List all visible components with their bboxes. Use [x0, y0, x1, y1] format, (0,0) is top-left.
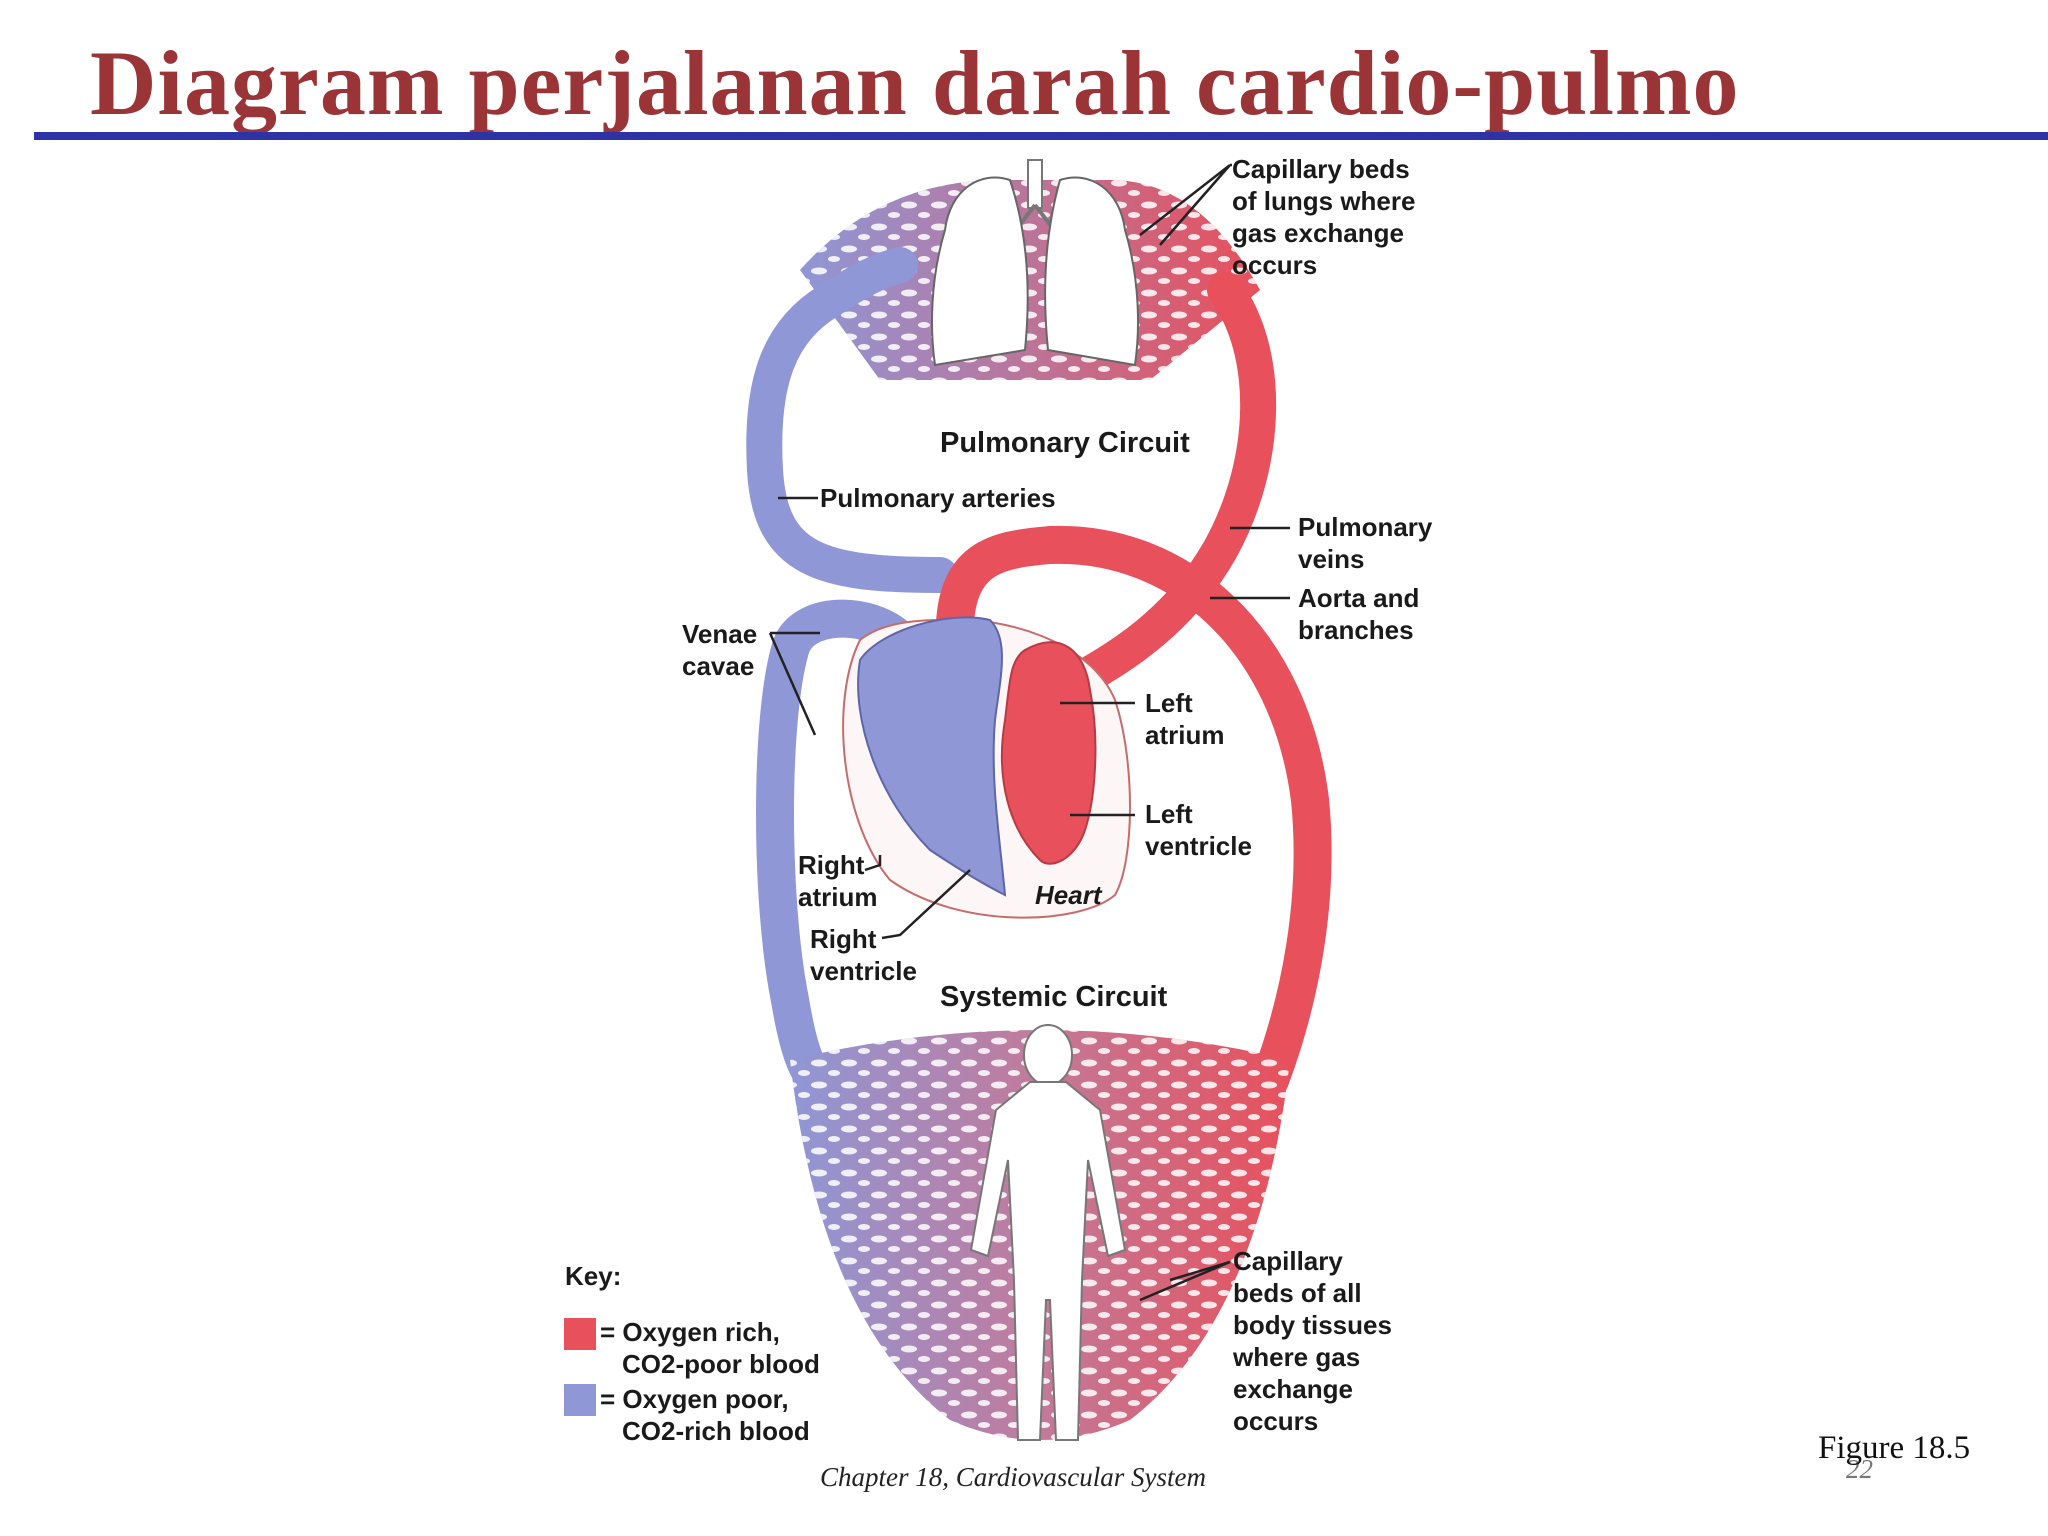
label-heart: Heart [1035, 880, 1103, 910]
right-heart-chambers [857, 616, 1007, 897]
pulmonary-artery-vessel [746, 247, 958, 593]
label-venae-cavae: Venae cavae [682, 619, 764, 681]
label-left-atrium: Left atrium [1145, 688, 1224, 750]
label-pulmonary-arteries: Pulmonary arteries [820, 483, 1056, 513]
label-pulmonary-circuit: Pulmonary Circuit [940, 427, 1190, 459]
pulmonary-vein-vessel [1042, 272, 1277, 708]
legend-swatch-oxygen-rich [564, 1318, 596, 1350]
label-capillary-body: Capillary beds of all body tissues where… [1232, 1246, 1399, 1436]
slide-footer: Chapter 18, Cardiovascular System [820, 1462, 1206, 1492]
title-underline [34, 132, 2048, 140]
legend: Key: = Oxygen rich, CO2-poor blood = Oxy… [564, 1261, 820, 1446]
legend-swatch-oxygen-poor [564, 1384, 596, 1416]
legend-label-oxygen-rich: = Oxygen rich, CO2-poor blood [600, 1317, 820, 1379]
label-left-ventricle: Left ventricle [1145, 799, 1252, 861]
legend-title: Key: [565, 1261, 621, 1291]
label-systemic-circuit: Systemic Circuit [940, 981, 1168, 1013]
figure-reference: Figure 18.5 [1818, 1430, 1971, 1466]
label-pulmonary-veins: Pulmonary veins [1298, 512, 1440, 574]
venae-cavae-vessel [756, 599, 919, 1109]
legend-label-oxygen-poor: = Oxygen poor, CO2-rich blood [600, 1384, 810, 1446]
slide-title: Diagram perjalanan darah cardio-pulmo [90, 32, 1740, 134]
aorta-vessel [935, 525, 1332, 1099]
label-capillary-lungs: Capillary beds of lungs where gas exchan… [1232, 154, 1423, 280]
left-heart-chambers [1000, 641, 1097, 865]
leader-lines [768, 163, 1290, 1302]
human-figure [969, 1024, 1127, 1441]
page-number: 22 [1846, 1454, 1873, 1484]
label-right-atrium: Right atrium [798, 850, 877, 912]
lungs [931, 159, 1139, 367]
label-aorta: Aorta and branches [1298, 583, 1427, 645]
label-right-ventricle: Right ventricle [810, 924, 917, 986]
